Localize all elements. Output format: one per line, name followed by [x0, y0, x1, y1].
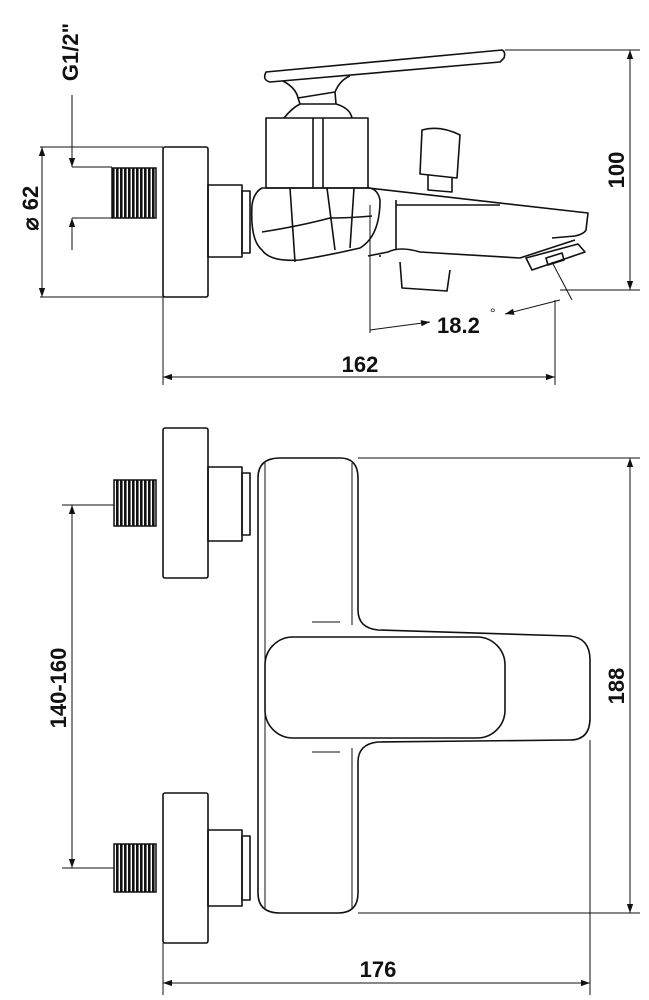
connector-upper [207, 466, 243, 542]
lever-top [264, 636, 506, 739]
depth-label: 162 [342, 352, 379, 377]
connector-ring [241, 472, 251, 536]
width-label: 176 [360, 957, 397, 982]
diameter-label: 62 [18, 186, 43, 210]
connector-ring [241, 190, 251, 254]
connector [207, 184, 243, 258]
bath-outlet [399, 261, 451, 292]
degree-symbol: ° [490, 305, 496, 321]
lever [263, 49, 506, 119]
side-view: G1/2" ⌀ 62 100 18.2 ° 162 [18, 23, 640, 385]
mixer-body [250, 187, 381, 263]
inlet-thread [111, 167, 157, 219]
height-label: 100 [604, 152, 629, 189]
extension-line [551, 261, 573, 301]
angle-arrow [504, 299, 561, 315]
mixer-body-top [257, 457, 591, 914]
wall-plate [162, 146, 209, 298]
inlet-thread-lower [113, 843, 157, 893]
aerator [525, 243, 586, 271]
connector-lower [207, 829, 243, 907]
wall-plate-upper [162, 427, 209, 579]
lever-detail [312, 621, 340, 753]
height-label-top: 188 [604, 668, 629, 705]
thread-size-label: G1/2" [58, 23, 83, 81]
cartridge-housing [265, 117, 369, 189]
angle-label: 18.2 [437, 313, 480, 338]
diverter-knob [419, 127, 461, 193]
body-edge-line [264, 463, 353, 908]
wall-plate-lower [162, 792, 209, 944]
angle-arrow [369, 320, 431, 331]
inlet-thread-upper [113, 479, 157, 527]
spout [367, 187, 589, 259]
diameter-symbol: ⌀ [18, 217, 43, 231]
center-distance-label: 140-160 [46, 648, 71, 729]
top-view: 140-160 188 176 [46, 427, 640, 995]
connector-ring [241, 835, 251, 901]
